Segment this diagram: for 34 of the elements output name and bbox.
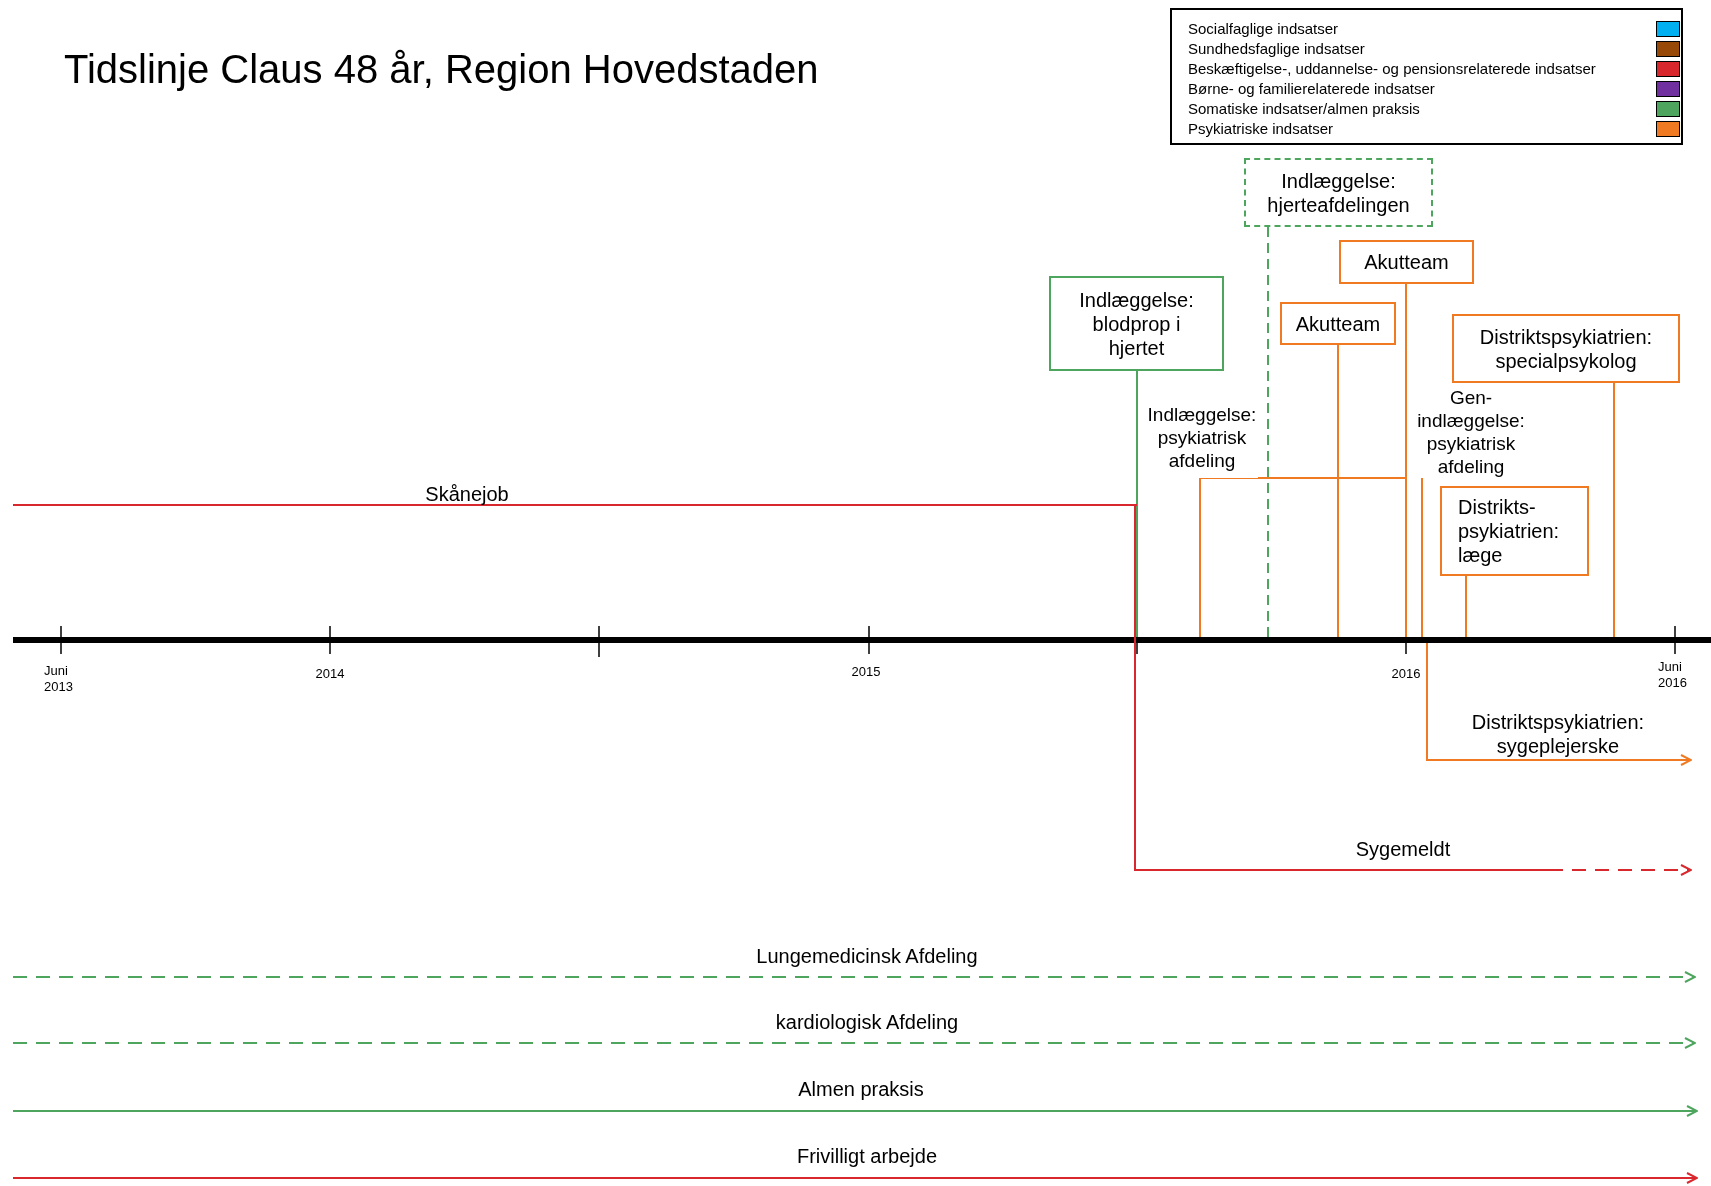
tick-label: Juni 2016: [1658, 659, 1688, 691]
connector-line: [1421, 477, 1423, 638]
connector-line: [1613, 382, 1615, 638]
tick-label: 2014: [314, 666, 346, 682]
timeline-box: Distriktspsykiatrien: specialpsykolog: [1452, 314, 1680, 383]
period-label: Frivilligt arbejde: [795, 1144, 939, 1168]
legend-label: Børne- og familierelaterede indsatser: [1188, 80, 1435, 98]
period-label: Skånejob: [424, 482, 510, 506]
connector-line: [1199, 477, 1407, 638]
period-label: kardiologisk Afdeling: [774, 1010, 960, 1034]
timeline-box: Akutteam: [1280, 302, 1396, 345]
legend-label: Psykiatriske indsatser: [1188, 120, 1334, 138]
arrow: [1426, 642, 1692, 766]
legend-label: Beskæftigelse-, uddannelse- og pensionsrelaterede indsatser: [1188, 60, 1596, 78]
timeline-box: Indlæggelse: hjerteafdelingen: [1244, 158, 1433, 227]
timeline-box: Distrikts- psykiatrien: læge: [1440, 486, 1589, 576]
period-label: Lungemedicinsk Afdeling: [755, 944, 979, 968]
connector-line: [1136, 370, 1138, 638]
tick-label: Juni 2013: [44, 663, 74, 695]
legend-label: Somatiske indsatser/almen praksis: [1188, 100, 1420, 118]
title: Tidslinje Claus 48 år, Region Hovedstaden: [64, 46, 819, 92]
timeline-box: Akutteam: [1339, 240, 1474, 284]
connector-line: [1405, 283, 1407, 638]
legend-label: Socialfaglige indsatser: [1188, 20, 1339, 38]
timeline-axis: [13, 625, 1711, 658]
timeline-box: Indlæggelse: blodprop i hjertet: [1049, 276, 1224, 371]
connector-line: [1267, 226, 1269, 638]
legend-label: Sundhedsfaglige indsatser: [1188, 40, 1365, 58]
tick-label: 2015: [850, 664, 882, 680]
connector-line: [1465, 575, 1467, 638]
period-label: Almen praksis: [797, 1077, 925, 1101]
period-label: Sygemeldt: [1354, 837, 1452, 861]
connector-line: [1337, 344, 1339, 638]
tick-label: 2016: [1390, 666, 1422, 682]
